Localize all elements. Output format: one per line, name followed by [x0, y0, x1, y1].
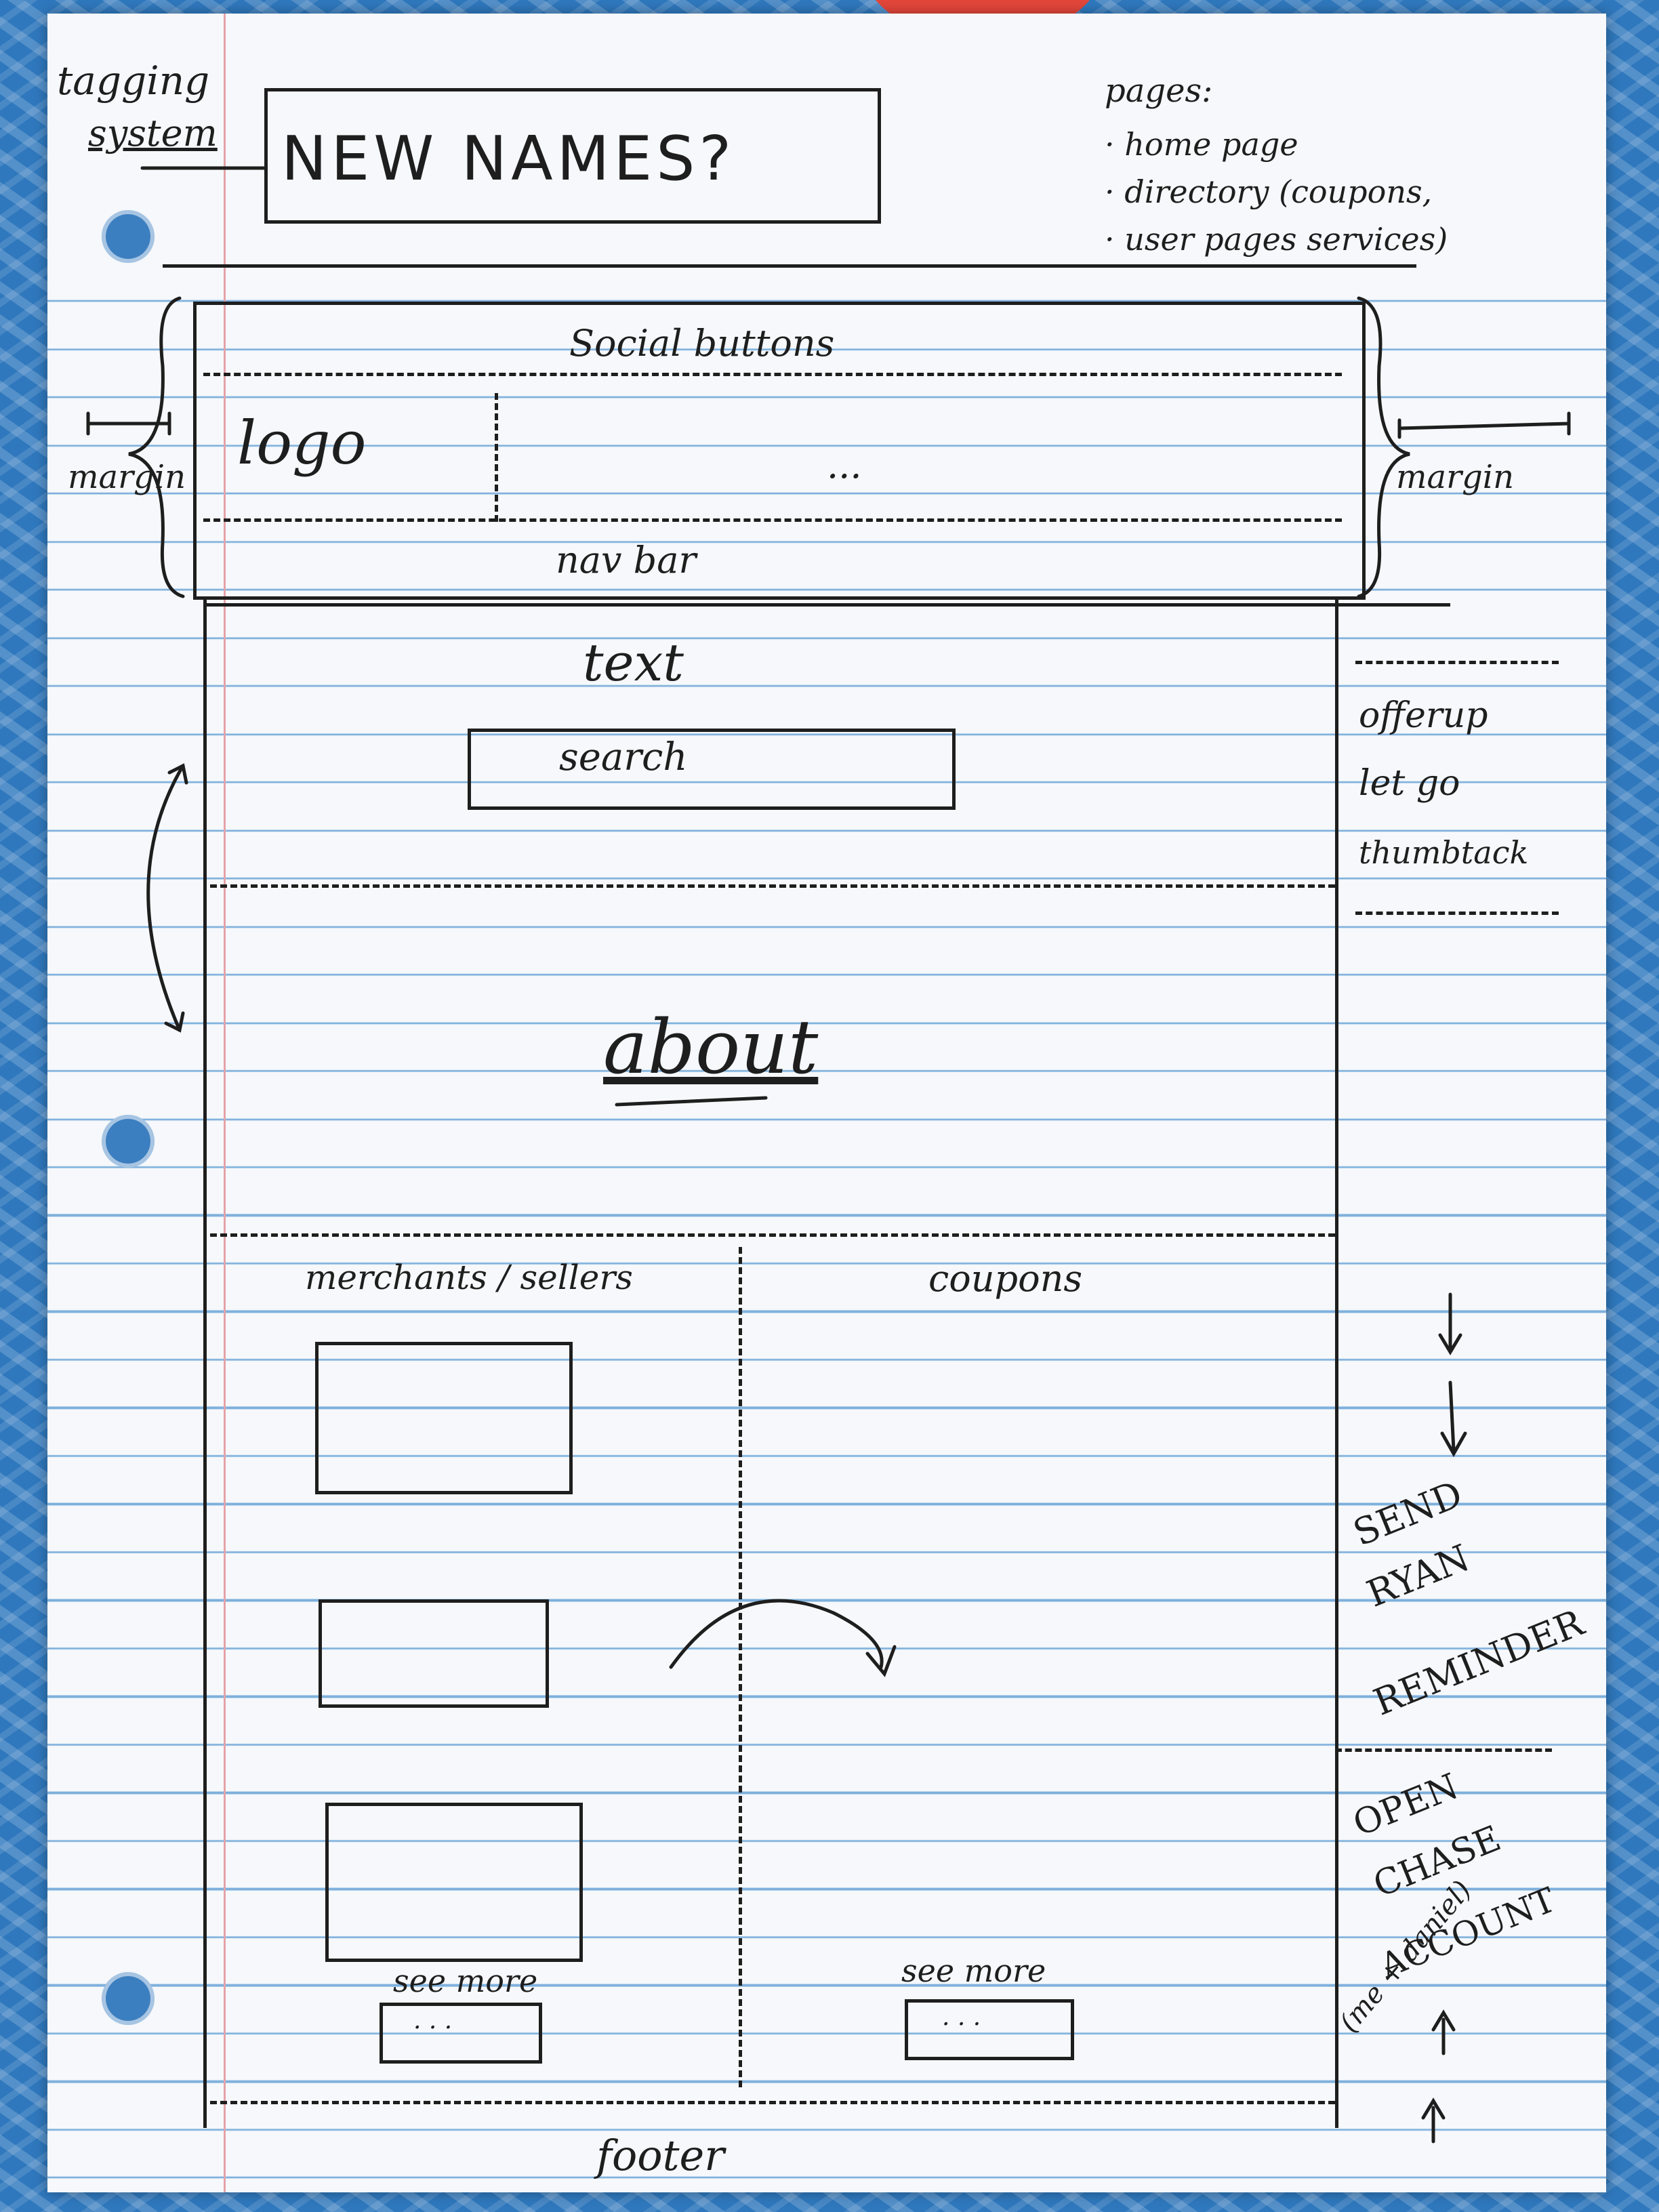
merchant-card[interactable] [315, 1342, 573, 1494]
nav-divider [203, 518, 1342, 522]
button-dots: · · · [413, 2014, 453, 2042]
page-right-edge [1335, 596, 1338, 2128]
header-box [193, 302, 1366, 600]
pages-item: · directory (coupons, [1105, 173, 1433, 210]
side-name: thumbtack [1359, 834, 1529, 871]
up-arrow [1421, 2097, 1446, 2144]
margin-left-label: margin [68, 458, 186, 496]
side-list-rule [1355, 661, 1559, 664]
up-arrow [1431, 2009, 1456, 2055]
tagging-note: tagging [57, 58, 210, 104]
paper-margin-line [224, 14, 226, 2192]
margin-right-measure [1397, 411, 1571, 439]
page-left-edge [203, 596, 207, 2128]
pen-strokes [86, 166, 1571, 2144]
nav-bar-label: nav bar [556, 539, 697, 581]
curved-arrow [669, 1599, 884, 1669]
side-name: offerup [1359, 695, 1488, 736]
top-rule [163, 264, 1416, 268]
logo-divider [495, 393, 498, 522]
footer-label: footer [596, 2131, 724, 2180]
social-divider [203, 373, 1342, 376]
search-box[interactable]: search [468, 729, 956, 810]
see-more-button-left[interactable]: · · · [380, 2003, 542, 2064]
ellipsis: ... [827, 444, 862, 487]
social-buttons-label: Social buttons [569, 322, 835, 365]
notebook-paper: tagging system NEW NAMES? pages: · home … [47, 14, 1606, 2192]
down-arrow [1438, 1292, 1462, 1355]
resize-arrow [146, 764, 185, 1032]
down-arrow [1440, 1380, 1467, 1458]
binder-hole [102, 1115, 155, 1168]
side-name: let go [1359, 763, 1460, 804]
paper-top-margin [47, 14, 1606, 254]
see-more-button-right[interactable]: · · · [905, 1999, 1074, 2060]
search-label: search [559, 735, 688, 779]
hero-text-label: text [583, 632, 684, 693]
merchant-card[interactable] [319, 1599, 549, 1708]
title-text: NEW NAMES? [281, 123, 736, 194]
merchant-card[interactable] [325, 1803, 583, 1962]
about-label: about [603, 1004, 819, 1090]
binder-hole [102, 1972, 155, 2025]
margin-left-measure [86, 411, 171, 436]
see-more-left: see more [393, 1963, 538, 1999]
logo-label: logo [237, 408, 367, 478]
footer-divider [210, 2101, 1335, 2104]
left-brace [128, 296, 185, 598]
pages-item: · home page [1105, 126, 1298, 163]
column-divider [739, 1247, 742, 2087]
reminder-rule [1335, 1748, 1552, 1752]
header-bottom-rule [203, 603, 1450, 607]
merchants-column-label: merchants / sellers [305, 1258, 633, 1297]
pages-item: · user pages services) [1105, 221, 1448, 258]
about-underline [615, 1096, 768, 1107]
hero-divider [210, 884, 1335, 888]
about-divider [210, 1233, 1335, 1237]
title-box: NEW NAMES? [264, 88, 881, 224]
coupons-column-label: coupons [928, 1257, 1083, 1300]
binder-hole [102, 210, 155, 263]
margin-right-label: margin [1396, 458, 1515, 496]
side-list-rule [1355, 912, 1559, 915]
right-brace [1357, 296, 1410, 598]
pages-heading: pages: [1105, 72, 1213, 110]
system-note: system [88, 112, 218, 155]
button-dots: · · · [942, 2011, 981, 2039]
see-more-right: see more [901, 1952, 1046, 1989]
